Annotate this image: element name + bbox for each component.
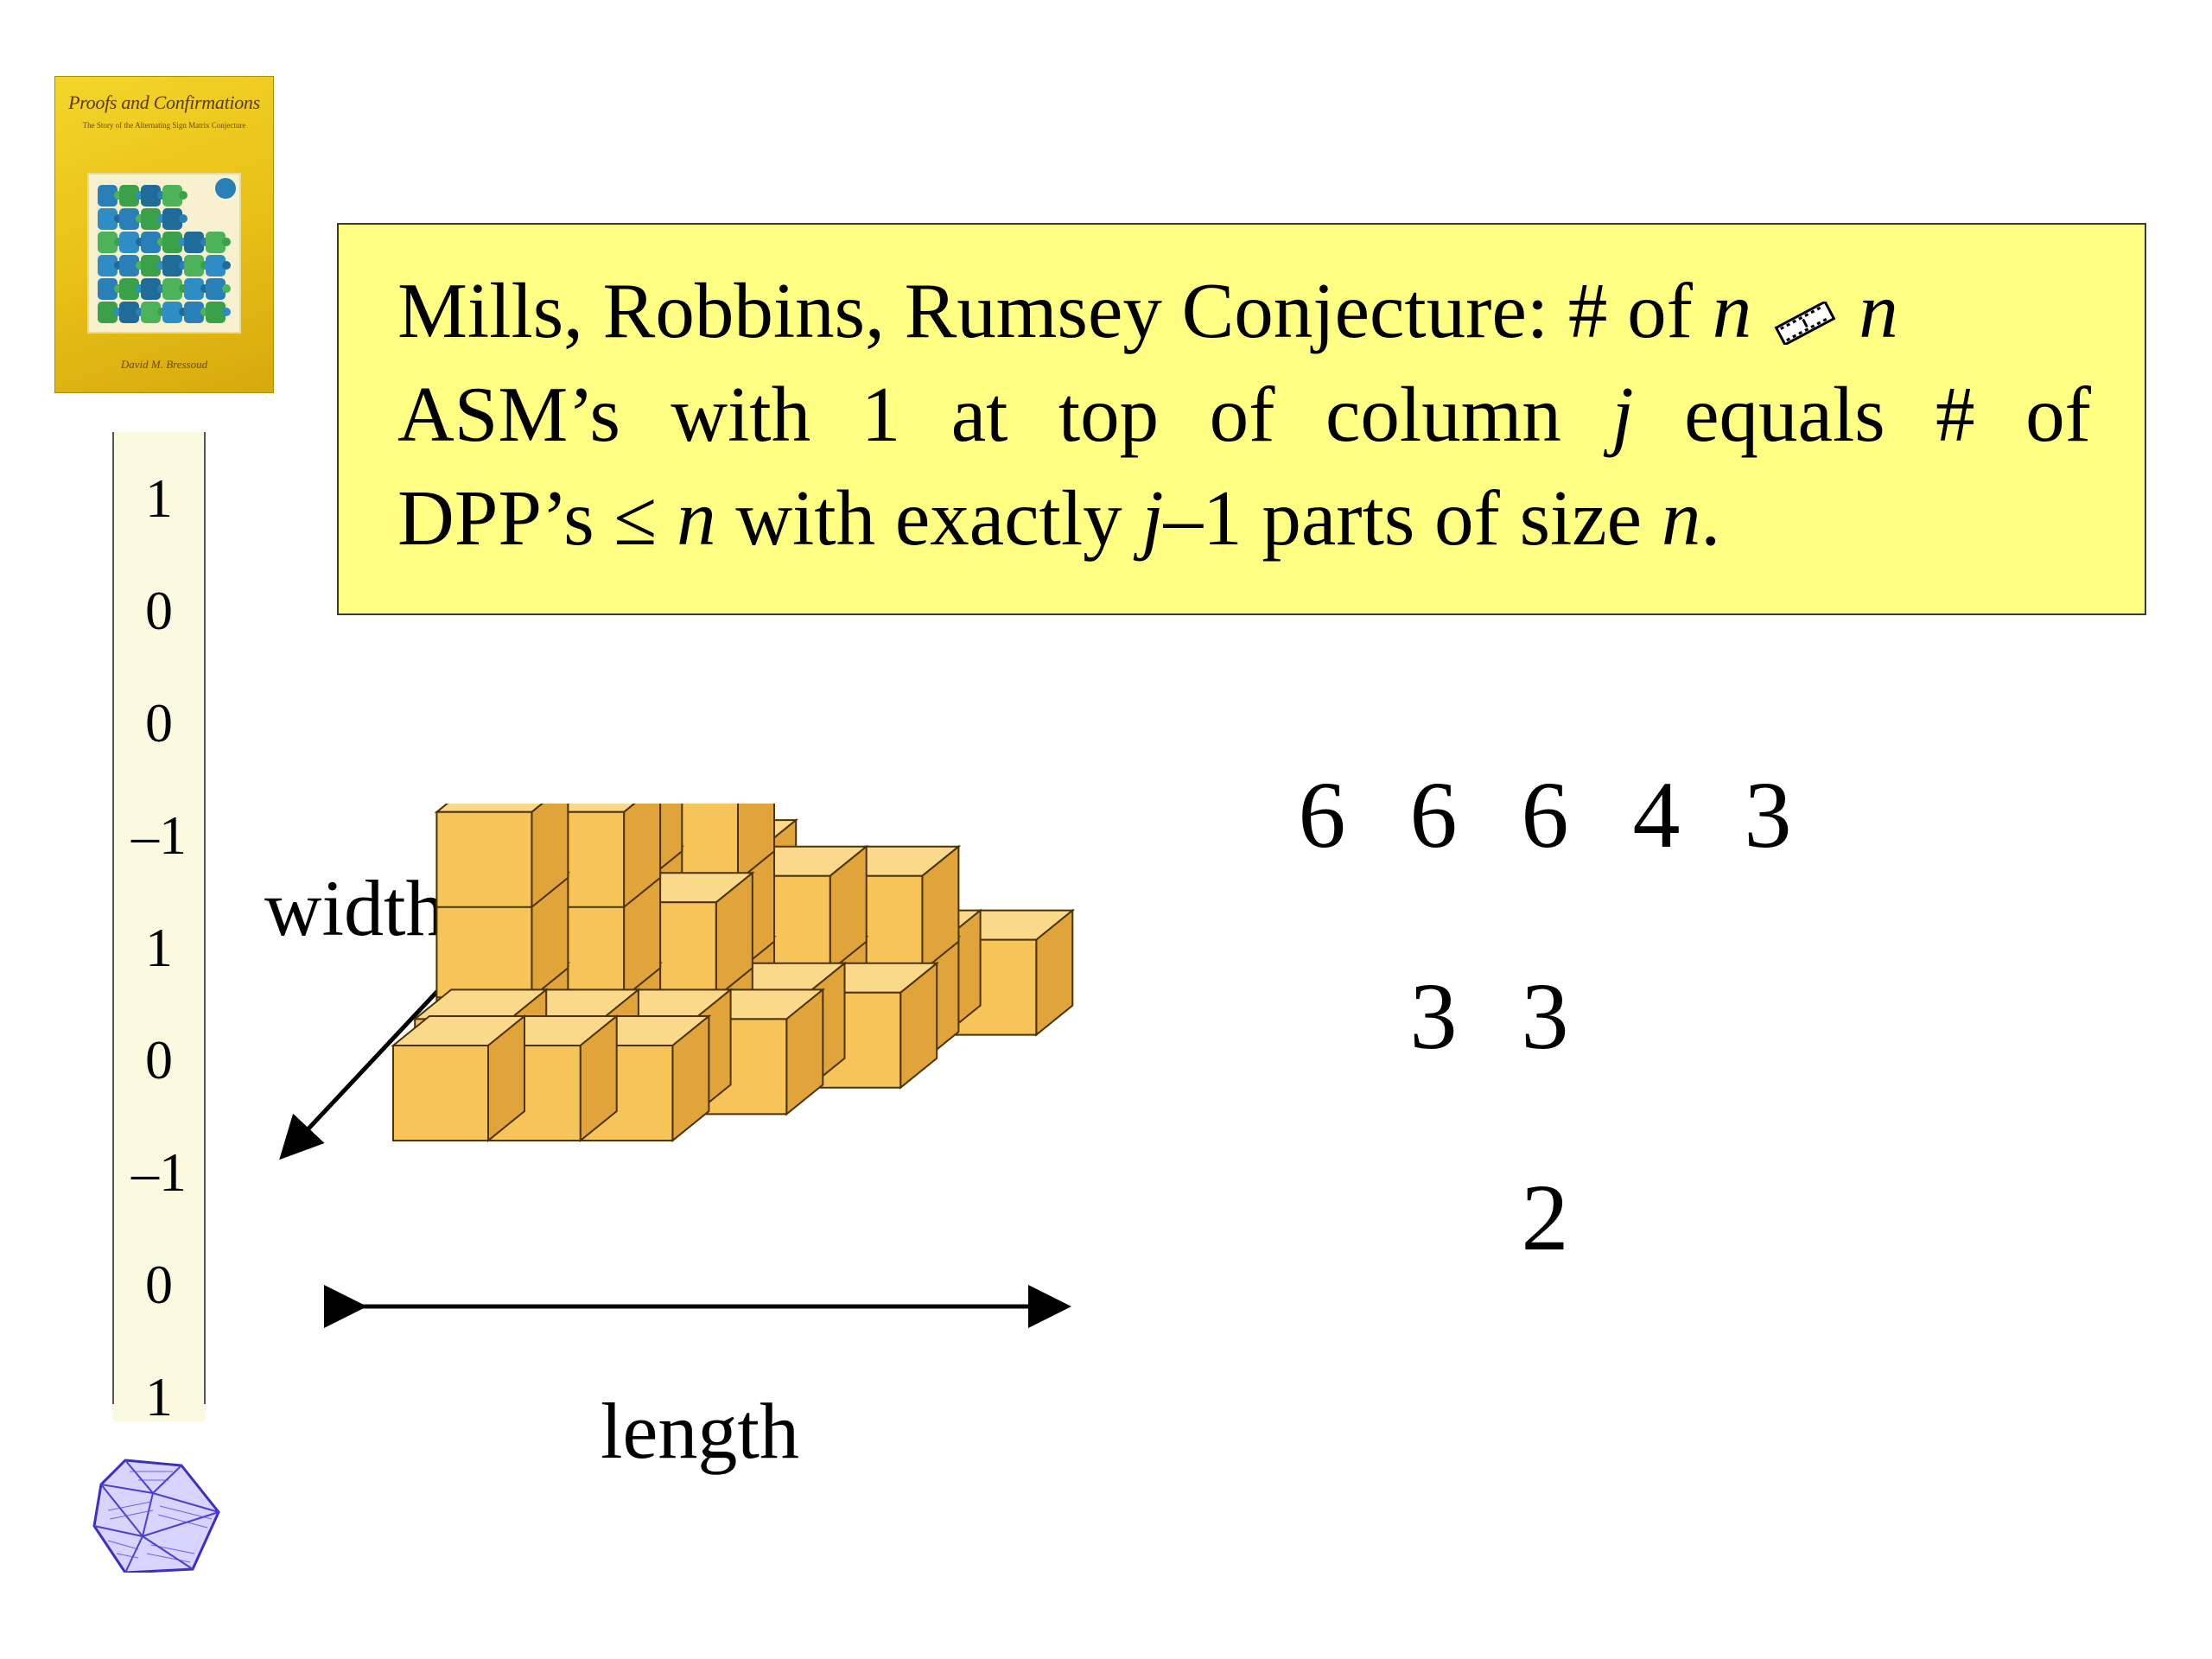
puzzle-piece (184, 302, 204, 323)
puzzle-piece (184, 255, 204, 276)
conjecture-word: column (1325, 371, 1561, 458)
variable-n: n (1712, 267, 1752, 354)
puzzle-piece (119, 255, 139, 276)
partition-entry: 3 (1521, 963, 1569, 1069)
puzzle-piece (184, 278, 204, 300)
conjecture-word: of (1209, 371, 1275, 458)
book-cover-image: Proofs and Confirmations The Story of th… (54, 76, 274, 393)
puzzle-knob (222, 308, 231, 316)
book-subtitle: The Story of the Alternating Sign Matrix… (82, 121, 246, 130)
puzzle-piece (184, 232, 204, 253)
puzzle-piece (206, 232, 226, 253)
variable-j: j (1141, 474, 1164, 562)
conjecture-word: equals (1684, 371, 1885, 458)
asm-entry: 0 (145, 1029, 173, 1090)
variable-n: n (1859, 267, 1898, 354)
book-title: Proofs and Confirmations (68, 92, 260, 113)
conjecture-word: ASM’s (397, 371, 620, 458)
strip-right-border (204, 432, 206, 1404)
puzzle-knob (179, 191, 188, 200)
asm-column-strip: 1 0 0 –1 1 0 –1 0 1 (112, 432, 206, 1425)
puzzle-piece (141, 232, 161, 253)
conjecture-word: of (2025, 371, 2091, 458)
puzzle-piece (141, 255, 161, 276)
partition-entry: 2 (1521, 1165, 1569, 1270)
asm-entry: 1 (145, 467, 173, 529)
puzzle-knob (222, 284, 231, 293)
conjecture-word: with (671, 371, 811, 458)
puzzle-knob (222, 261, 231, 270)
variable-n: n (1661, 474, 1701, 562)
puzzle-piece (119, 232, 139, 253)
partition-entry: 3 (1744, 762, 1792, 868)
conjecture-word: top (1058, 371, 1160, 458)
puzzle-piece (98, 302, 118, 323)
puzzle-piece (98, 185, 118, 207)
puzzle-piece (119, 185, 139, 207)
puzzle-piece (162, 255, 182, 276)
cube (434, 780, 571, 909)
conjecture-word: j (1611, 371, 1634, 458)
book-author: David M. Bressoud (120, 358, 208, 371)
puzzle-piece (206, 255, 226, 276)
partition-entry: 4 (1632, 762, 1681, 868)
conjecture-text: –1 parts of size (1163, 474, 1662, 562)
asm-entry: 1 (145, 1366, 173, 1427)
puzzle-knob (179, 214, 188, 223)
puzzle-piece (98, 255, 118, 276)
puzzle-piece (98, 278, 118, 300)
conjecture-text: Mills, Robbins, Rumsey Conjecture: # of (397, 267, 1713, 354)
asm-entry: 1 (145, 917, 173, 978)
conjecture-line-3: DPP’s ≤ n with exactly j–1 parts of size… (397, 475, 1720, 562)
puzzle-piece (141, 185, 161, 207)
partition-entry: 6 (1521, 762, 1569, 868)
conjecture-word: 1 (861, 371, 901, 458)
conjecture-line-1: Mills, Robbins, Rumsey Conjecture: # of … (397, 268, 2091, 362)
conjecture-word: at (950, 371, 1008, 458)
polyhedron-logo-icon (91, 1459, 220, 1577)
puzzle-piece (162, 302, 182, 323)
conjecture-text: with exactly (715, 474, 1142, 562)
puzzle-piece (215, 178, 236, 199)
puzzle-piece (141, 302, 161, 323)
puzzle-knob (222, 238, 231, 246)
cube (938, 908, 1076, 1037)
asm-entry: 0 (145, 1254, 173, 1315)
variable-n: n (677, 474, 716, 562)
strip-left-border (112, 432, 114, 1404)
puzzle-piece (162, 185, 182, 207)
partition-entry: 3 (1409, 963, 1458, 1069)
asm-entry: –1 (131, 804, 187, 866)
length-label: length (601, 1387, 799, 1475)
puzzle-piece (119, 302, 139, 323)
puzzle-piece (98, 232, 118, 253)
puzzle-piece (162, 232, 182, 253)
film-strip-icon (1770, 276, 1840, 362)
puzzle-piece (162, 208, 182, 230)
puzzle-piece (206, 278, 226, 300)
puzzle-piece (141, 208, 161, 230)
conjecture-box: Mills, Robbins, Rumsey Conjecture: # of … (337, 223, 2146, 615)
puzzle-piece (98, 208, 118, 230)
conjecture-text: . (1700, 474, 1721, 562)
plane-partition-cubes (372, 754, 1149, 1223)
width-label: width (264, 864, 446, 952)
puzzle-piece (141, 278, 161, 300)
asm-entry: –1 (131, 1141, 187, 1203)
conjecture-text: DPP’s ≤ (397, 474, 677, 562)
cube (391, 1014, 527, 1143)
puzzle-piece (119, 278, 139, 300)
asm-entry: 0 (145, 580, 173, 641)
puzzle-illustration (87, 173, 241, 334)
asm-entry: 0 (145, 692, 173, 753)
puzzle-piece (206, 302, 226, 323)
partition-entry: 6 (1409, 762, 1458, 868)
puzzle-piece (162, 278, 182, 300)
conjecture-word: # (1936, 371, 1975, 458)
puzzle-piece (119, 208, 139, 230)
partition-entry: 6 (1298, 762, 1346, 868)
